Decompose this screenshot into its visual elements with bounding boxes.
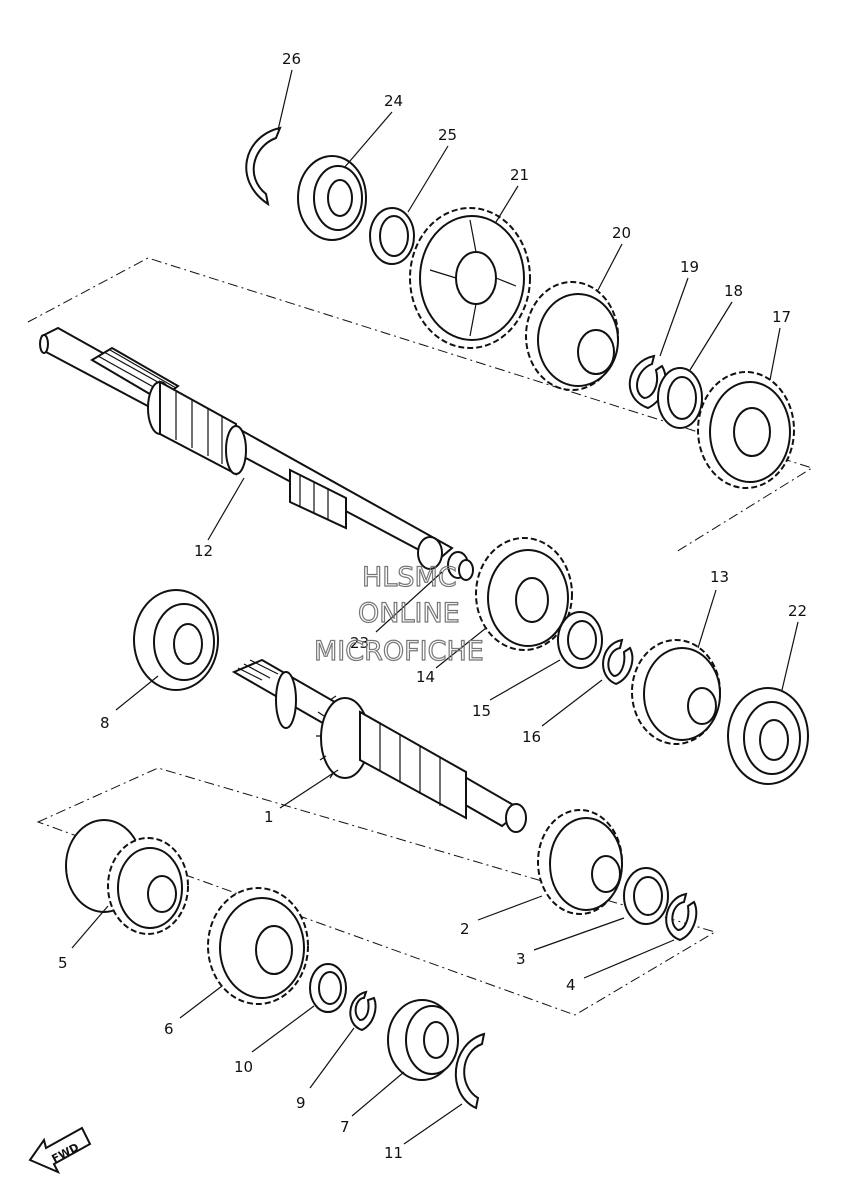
- washer-15: [557, 611, 603, 669]
- gear-13: [631, 639, 721, 745]
- label-2: 2: [460, 920, 470, 938]
- collar-23: [458, 559, 474, 581]
- label-22: 22: [788, 602, 807, 620]
- watermark: HLSMC ONLINE MICROFICHE: [313, 561, 484, 667]
- circlip-4: [665, 892, 698, 942]
- washer-25: [369, 207, 415, 265]
- circlip-16: [602, 638, 634, 686]
- watermark-line-3: MICROFICHE: [314, 636, 484, 667]
- bearing-22: [727, 687, 809, 785]
- label-23: 23: [350, 634, 369, 652]
- gear-5: [65, 819, 189, 935]
- circlip-9: [349, 990, 377, 1032]
- gear-14: [475, 537, 573, 651]
- label-21: 21: [510, 166, 529, 184]
- label-3: 3: [516, 950, 526, 968]
- circlip-26: [245, 126, 282, 207]
- gear-21: [409, 207, 531, 349]
- lower-group-outline: [36, 767, 717, 1016]
- bearing-8: [133, 589, 219, 691]
- watermark-line-1: HLSMC: [362, 562, 457, 593]
- label-6: 6: [164, 1020, 174, 1038]
- label-18: 18: [724, 282, 743, 300]
- label-16: 16: [522, 728, 541, 746]
- label-19: 19: [680, 258, 699, 276]
- main-axle-12: [39, 326, 469, 579]
- gear-6: [207, 887, 309, 1005]
- gear-2: [537, 809, 623, 915]
- label-24: 24: [384, 92, 403, 110]
- label-14: 14: [416, 668, 435, 686]
- watermark-line-2: ONLINE: [358, 598, 460, 629]
- washer-10: [309, 963, 347, 1013]
- circlip-11: [454, 1032, 486, 1110]
- label-13: 13: [710, 568, 729, 586]
- label-7: 7: [340, 1118, 350, 1136]
- gear-20: [525, 281, 619, 391]
- label-11: 11: [384, 1144, 403, 1162]
- label-12: 12: [194, 542, 213, 560]
- bearing-24: [297, 155, 367, 241]
- label-9: 9: [296, 1094, 306, 1112]
- label-15: 15: [472, 702, 491, 720]
- washer-3: [623, 867, 669, 925]
- part-labels: 26 24 25 21 20 19 18 17 12 13 22 23 14 1…: [58, 50, 807, 1162]
- drive-axle-1: [231, 658, 527, 833]
- washer-18: [657, 367, 703, 429]
- fwd-arrow-icon: FWD: [28, 1126, 92, 1174]
- label-8: 8: [100, 714, 110, 732]
- leader-lines: [71, 69, 799, 1145]
- upper-group-outline: [27, 257, 814, 553]
- label-25: 25: [438, 126, 457, 144]
- label-5: 5: [58, 954, 68, 972]
- gear-17: [697, 371, 795, 489]
- label-10: 10: [234, 1058, 253, 1076]
- bearing-7: [387, 999, 459, 1081]
- label-20: 20: [612, 224, 631, 242]
- label-26: 26: [282, 50, 301, 68]
- circlip-19: [628, 354, 667, 410]
- label-4: 4: [566, 976, 576, 994]
- label-17: 17: [772, 308, 791, 326]
- label-1: 1: [264, 808, 274, 826]
